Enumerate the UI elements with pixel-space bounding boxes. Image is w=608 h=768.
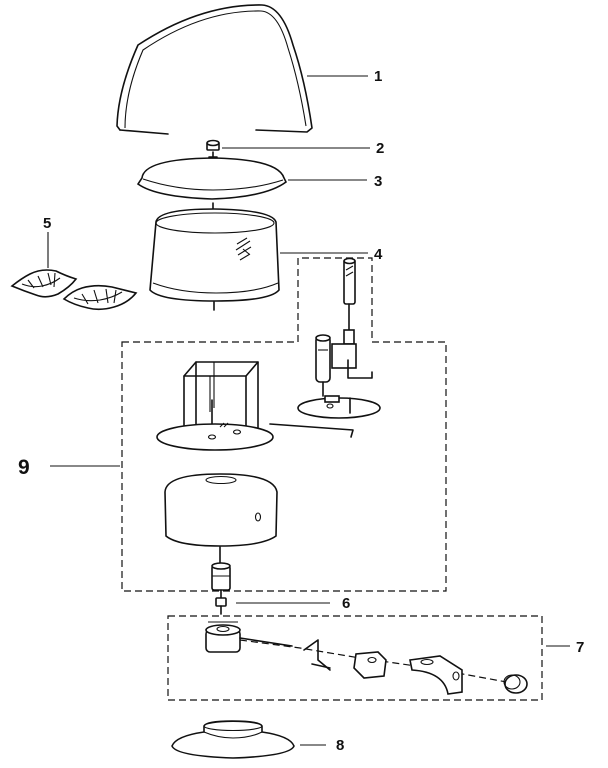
callout-3: 3	[374, 173, 382, 190]
fount-body	[164, 473, 278, 547]
igniter-assembly	[315, 334, 373, 397]
callout-2: 2	[376, 140, 384, 157]
burner-plate-small	[297, 395, 381, 419]
part-2-nut	[206, 139, 220, 169]
callout-4: 4	[374, 246, 383, 263]
valve-knob	[503, 674, 528, 694]
valve-nipple	[211, 562, 231, 599]
callout-9: 9	[18, 456, 30, 479]
burner-frame	[156, 361, 274, 451]
generator-tube	[343, 257, 356, 345]
cleaning-lever	[353, 651, 387, 679]
callout-8: 8	[336, 737, 344, 754]
callout-1: 1	[374, 68, 382, 85]
valve-bracket	[409, 655, 463, 695]
part-6-check-valve	[215, 597, 227, 615]
valve-body	[205, 621, 241, 653]
part-7-fuel-valve-assembly-outline	[167, 615, 543, 701]
part-4-glass-globe	[149, 208, 280, 311]
part-1-bail-handle	[116, 4, 313, 135]
callout-7: 7	[576, 639, 584, 656]
part-3-ventilator-cap	[136, 156, 288, 200]
part-8-base	[171, 720, 295, 759]
valve-stem	[239, 637, 293, 647]
part-9-burner-assembly-outline	[121, 257, 447, 592]
callout-5: 5	[43, 215, 51, 232]
connector-wire	[269, 423, 354, 438]
callout-6: 6	[342, 595, 350, 612]
part-5-mantles	[10, 269, 138, 311]
valve-clip	[303, 639, 331, 671]
